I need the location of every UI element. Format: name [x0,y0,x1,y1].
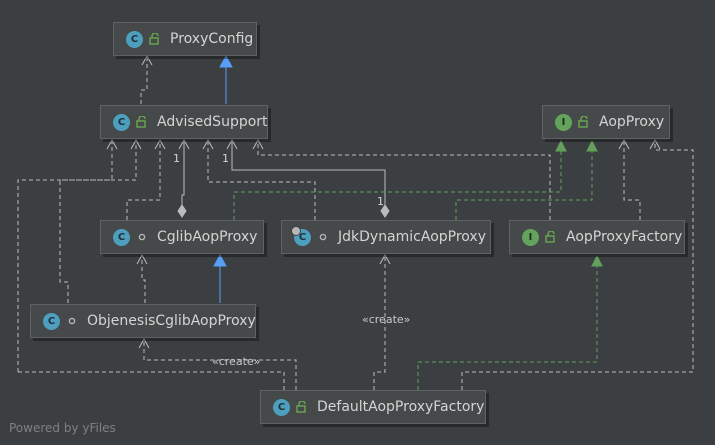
node-cglib-aop-proxy[interactable]: C CglibAopProxy [100,220,264,254]
final-overlay-icon [291,225,301,236]
public-visibility-icon [578,116,590,128]
multiplicity-jdk-end: 1 [377,195,384,208]
multiplicity-jdk: 1 [222,152,229,165]
class-icon: C [273,398,290,416]
node-proxy-config[interactable]: C ProxyConfig [113,22,257,56]
node-aop-proxy-factory[interactable]: I AopProxyFactory [509,220,685,254]
public-visibility-icon [545,231,557,243]
class-icon: C [43,312,60,330]
public-visibility-icon [296,401,308,413]
node-label: AopProxy [599,114,665,130]
node-objenesis-cglib-aop-proxy[interactable]: C ObjenesisCglibAopProxy [30,304,256,338]
package-private-icon [317,231,329,243]
node-jdk-dynamic-aop-proxy[interactable]: C JdkDynamicAopProxy [281,220,491,254]
node-label: ObjenesisCglibAopProxy [87,313,256,329]
public-visibility-icon [136,116,148,128]
node-aop-proxy[interactable]: I AopProxy [542,105,670,139]
node-label: AopProxyFactory [566,229,683,245]
package-private-icon [66,315,78,327]
footer-credit: Powered by yFiles [9,421,116,435]
node-label: ProxyConfig [170,31,254,47]
multiplicity-cglib: 1 [173,152,180,165]
class-icon: C [113,228,130,246]
node-default-aop-proxy-factory[interactable]: C DefaultAopProxyFactory [260,390,486,424]
class-icon: C [126,30,143,48]
interface-icon: I [522,228,539,246]
stereotype-create-objenesis: «create» [212,355,261,368]
interface-icon: I [555,113,572,131]
package-private-icon [136,231,148,243]
final-class-icon: C [291,225,311,246]
stereotype-create-jdk: «create» [362,313,411,326]
node-label: JdkDynamicAopProxy [338,229,486,245]
public-visibility-icon [149,33,161,45]
node-label: DefaultAopProxyFactory [317,399,485,415]
node-advised-support[interactable]: C AdvisedSupport [100,105,268,139]
class-icon: C [113,113,130,131]
node-label: CglibAopProxy [157,229,258,245]
node-label: AdvisedSupport [157,114,268,130]
